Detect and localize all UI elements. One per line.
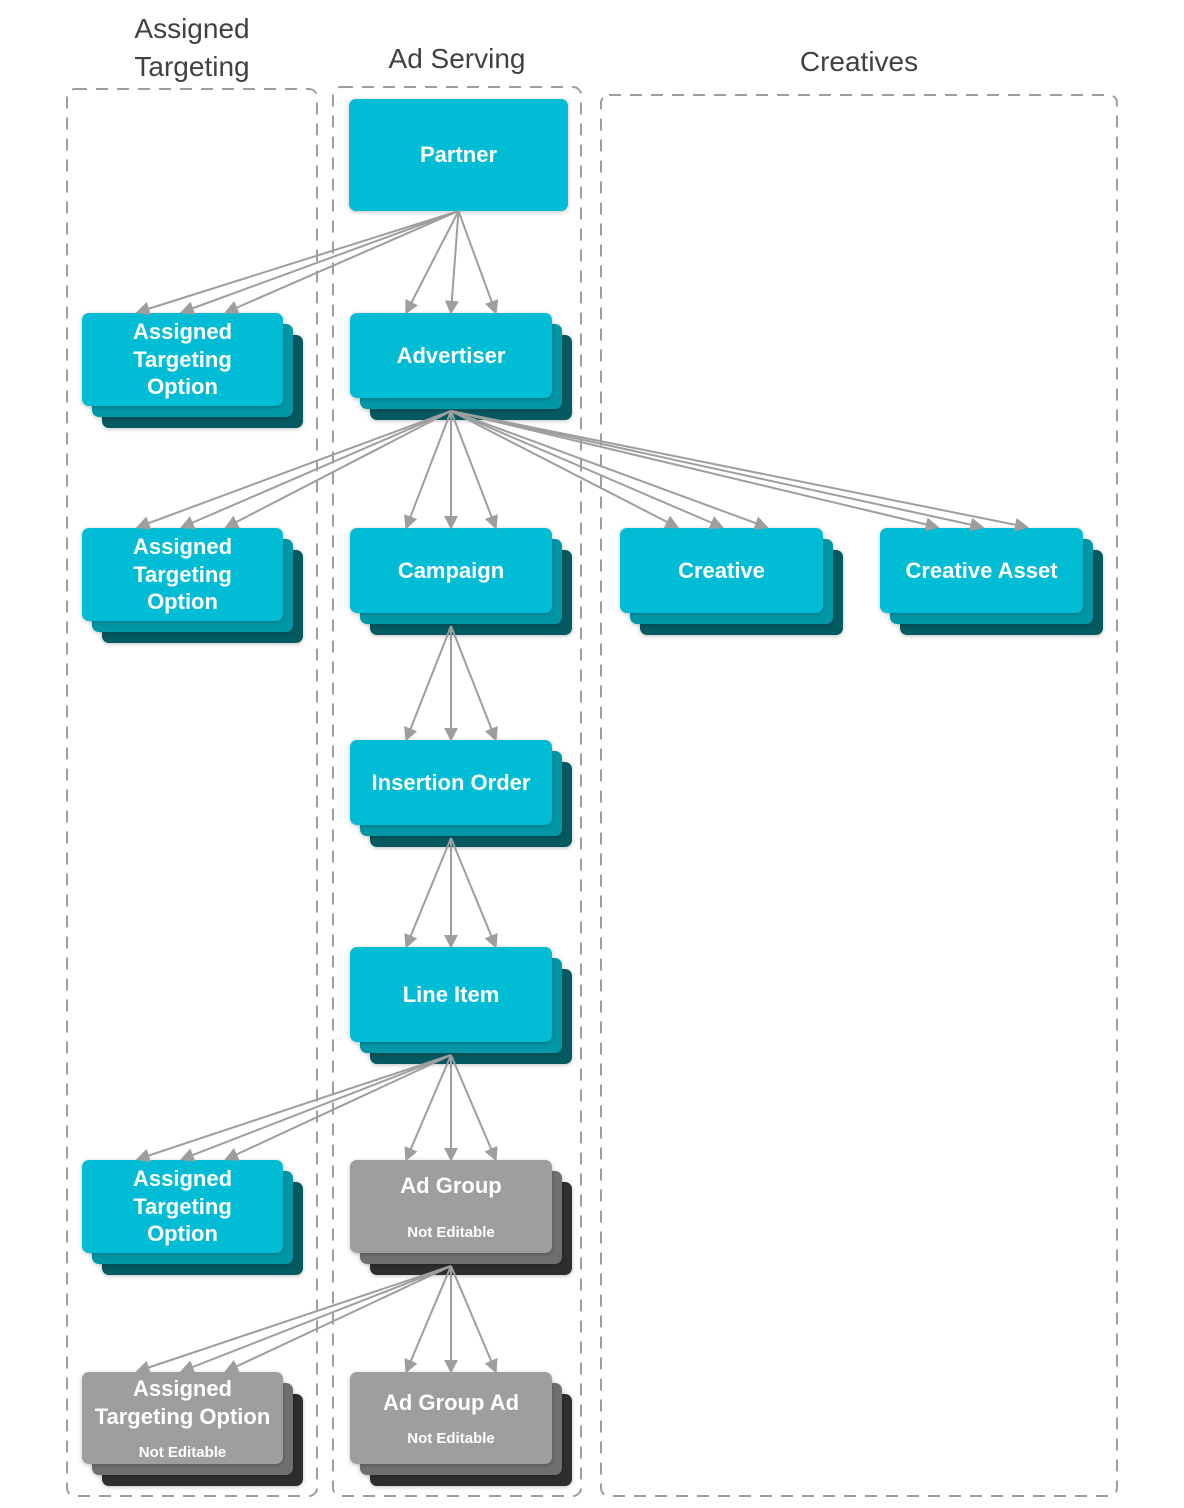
node-label: Assigned Targeting Option [132, 319, 233, 400]
column-frame-creatives [600, 94, 1118, 1497]
node-face: Creative [620, 528, 823, 613]
node-label: Insertion Order [371, 769, 531, 795]
node-face: Insertion Order [350, 740, 552, 825]
node-partner: Partner [349, 99, 568, 211]
node-face: Assigned Targeting Option Not Editable [82, 1372, 283, 1464]
node-face: Assigned Targeting Option [82, 313, 283, 406]
node-creative: Creative [620, 528, 823, 613]
node-assigned-targeting-option-3: Assigned Targeting Option [82, 1160, 283, 1253]
node-assigned-targeting-option-2: Assigned Targeting Option [82, 528, 283, 621]
node-face: Creative Asset [880, 528, 1083, 613]
node-line-item: Line Item [350, 947, 552, 1042]
node-label: Advertiser [396, 342, 506, 368]
node-label: Assigned Targeting Option [94, 1376, 271, 1429]
node-creative-asset: Creative Asset [880, 528, 1083, 613]
node-ad-group: Ad Group Not Editable [350, 1160, 552, 1253]
node-face: Assigned Targeting Option [82, 528, 283, 621]
node-assigned-targeting-option-not-editable: Assigned Targeting Option Not Editable [82, 1372, 283, 1464]
node-face: Line Item [350, 947, 552, 1042]
column-header-creatives: Creatives [799, 46, 919, 77]
node-label: Partner [419, 142, 498, 168]
node-face: Ad Group Ad Not Editable [350, 1372, 552, 1464]
node-assigned-targeting-option-1: Assigned Targeting Option [82, 313, 283, 406]
node-advertiser: Advertiser [350, 313, 552, 398]
node-ad-group-ad: Ad Group Ad Not Editable [350, 1372, 552, 1464]
node-sublabel-not-editable: Not Editable [407, 1430, 495, 1448]
node-face: Ad Group Not Editable [350, 1160, 552, 1253]
node-label: Creative Asset [905, 557, 1058, 583]
column-frame-assigned-targeting [66, 88, 318, 1497]
node-sublabel-not-editable: Not Editable [138, 1444, 227, 1461]
column-header-assigned-targeting: Assigned Targeting [134, 13, 250, 82]
node-face: Assigned Targeting Option [82, 1160, 283, 1253]
node-label: Assigned Targeting Option [132, 1166, 233, 1247]
node-label: Ad Group [400, 1173, 502, 1199]
node-label: Assigned Targeting Option [132, 534, 233, 615]
node-label: Creative [678, 557, 765, 583]
node-face: Advertiser [350, 313, 552, 398]
node-sublabel-not-editable: Not Editable [407, 1223, 495, 1241]
node-label: Campaign [397, 557, 505, 583]
node-insertion-order: Insertion Order [350, 740, 552, 825]
node-label: Line Item [402, 981, 500, 1007]
node-face: Campaign [350, 528, 552, 613]
column-header-ad-serving: Ad Serving [388, 43, 526, 74]
node-campaign: Campaign [350, 528, 552, 613]
node-label: Ad Group Ad [382, 1389, 520, 1415]
node-partner-face: Partner [349, 99, 568, 211]
